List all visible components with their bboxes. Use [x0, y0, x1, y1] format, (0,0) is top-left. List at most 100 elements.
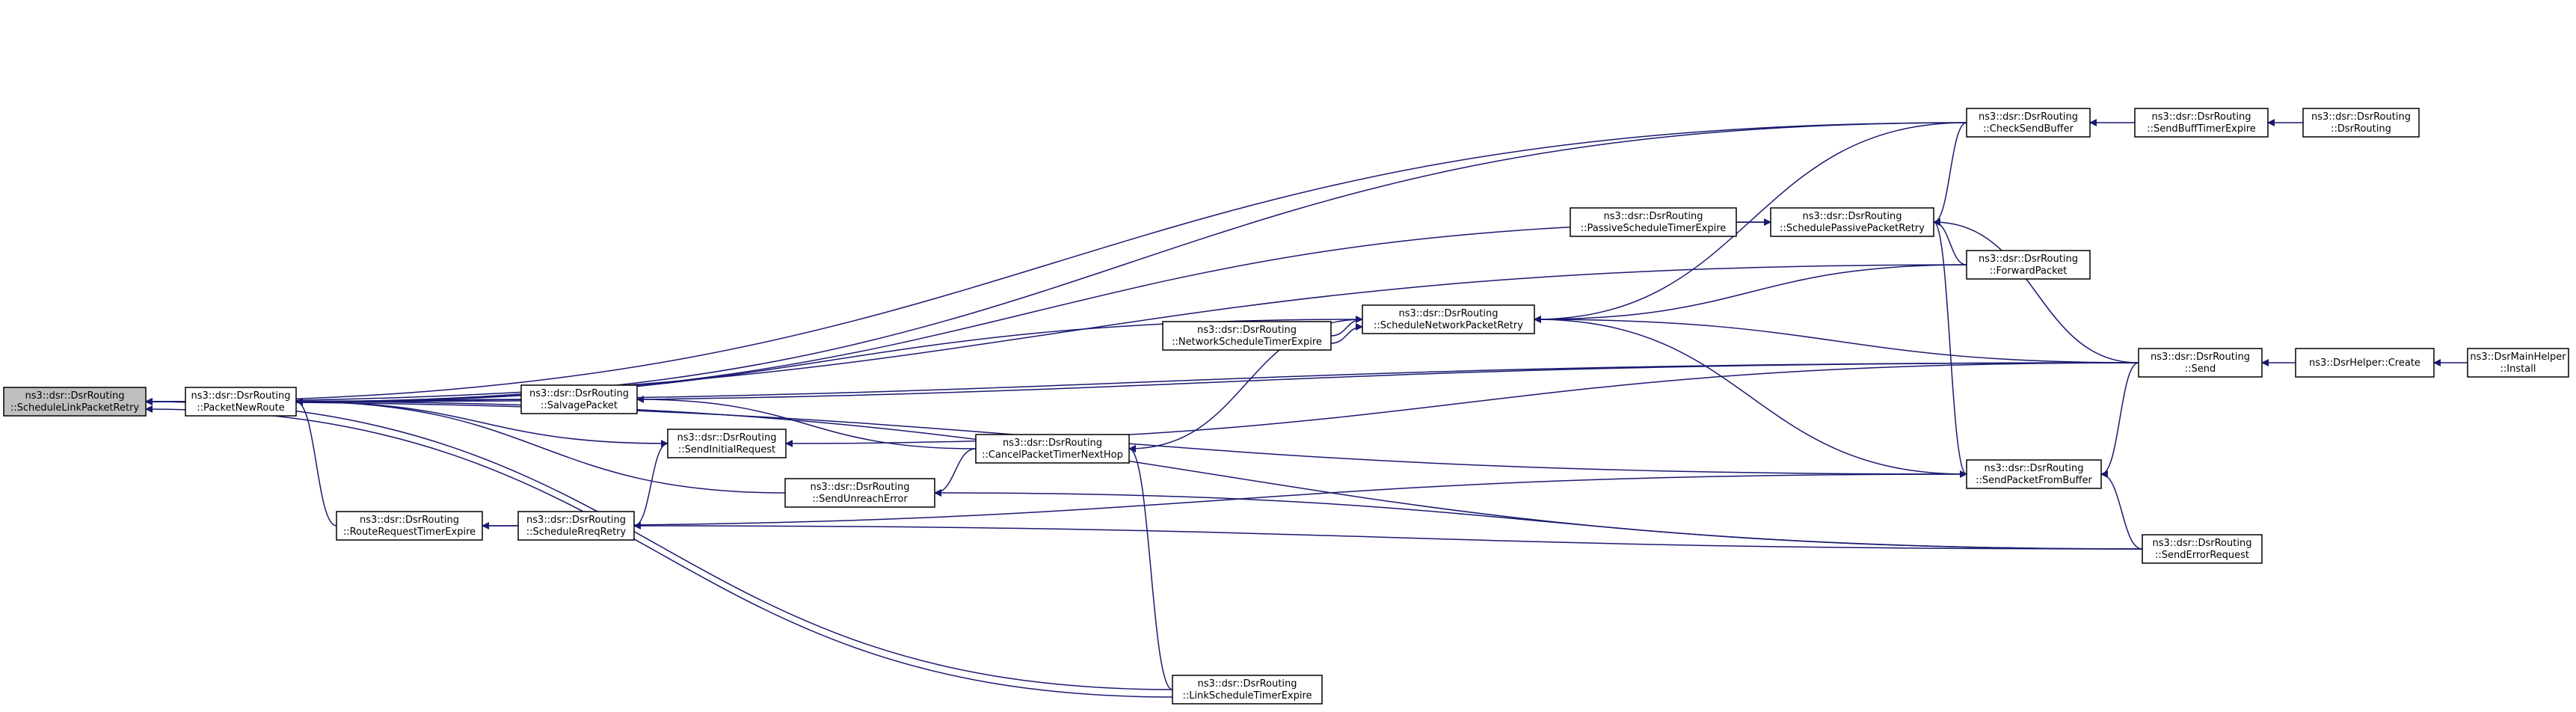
- edge-csb-to-pnr: [295, 122, 1967, 405]
- node-box: [2138, 348, 2263, 378]
- node-label: ns3::dsr::DsrRouting: [1399, 308, 1498, 319]
- node-label: ns3::dsr::DsrRouting: [1198, 678, 1297, 690]
- node-label: ns3::dsr::DsrRouting: [526, 515, 626, 526]
- node-label: ::NetworkScheduleTimerExpire: [1172, 337, 1322, 348]
- node-box: [2467, 348, 2569, 378]
- edge-csb-to-root: [145, 122, 1967, 405]
- edge-ser-to-spfb: [2100, 470, 2143, 550]
- node-label: ::SendPacketFromBuffer: [1976, 475, 2092, 486]
- node-label: ns3::dsr::DsrRouting: [2153, 538, 2252, 549]
- node-label: ns3::dsr::DsrRouting: [529, 388, 629, 399]
- node-box: [2295, 348, 2435, 378]
- node-root[interactable]: ns3::dsr::DsrRouting::ScheduleLinkPacket…: [3, 387, 147, 417]
- edge-srr-to-sir: [633, 440, 668, 527]
- edge-cpt-to-sue: [934, 448, 977, 497]
- node-box: [185, 387, 297, 417]
- node-salv[interactable]: ns3::dsr::DsrRouting::SalvagePacket: [520, 384, 638, 414]
- node-label: ::ScheduleNetworkPacketRetry: [1374, 320, 1523, 331]
- edge-fwd-to-snpr: [1534, 264, 1967, 323]
- node-label: ::ScheduleRreqRetry: [526, 527, 627, 538]
- node-srr[interactable]: ns3::dsr::DsrRouting::ScheduleRreqRetry: [517, 511, 635, 541]
- edge-lste-to-cpt: [1128, 445, 1173, 690]
- node-label: ns3::dsr::DsrRouting: [1979, 254, 2078, 265]
- node-box: [336, 511, 483, 541]
- node-label: ns3::dsr::DsrRouting: [191, 390, 291, 402]
- node-label: ns3::dsr::DsrRouting: [2151, 352, 2250, 363]
- node-label: ::SchedulePassivePacketRetry: [1780, 223, 1925, 234]
- node-install[interactable]: ns3::DsrMainHelper::Install: [2467, 348, 2569, 378]
- node-box: [520, 384, 638, 414]
- edge-sue-to-pnr: [295, 398, 786, 494]
- edge-fwd-to-sppr: [1933, 218, 1967, 266]
- node-fwd[interactable]: ns3::dsr::DsrRouting::ForwardPacket: [1966, 250, 2091, 280]
- node-label: ::ForwardPacket: [1990, 266, 2068, 277]
- edge-rrte-to-spfb: [482, 470, 1967, 527]
- edge-cpt-to-salv: [636, 396, 977, 449]
- node-box: [1362, 304, 1535, 334]
- node-label: ::SendErrorRequest: [2155, 550, 2249, 561]
- node-label: ns3::dsr::DsrRouting: [2311, 111, 2411, 123]
- node-sppr[interactable]: ns3::dsr::DsrRouting::SchedulePassivePac…: [1770, 207, 1934, 237]
- node-sue[interactable]: ns3::dsr::DsrRouting::SendUnreachError: [784, 478, 935, 508]
- node-ctor[interactable]: ns3::dsr::DsrRouting::DsrRouting: [2302, 108, 2420, 138]
- node-label: ns3::dsr::DsrRouting: [1803, 211, 1902, 222]
- node-box: [1162, 321, 1332, 351]
- node-box: [1966, 108, 2091, 138]
- node-label: ::SendInitialRequest: [678, 444, 775, 455]
- node-box: [1570, 207, 1737, 237]
- node-box: [2142, 534, 2263, 564]
- edge-ser-to-srr: [633, 522, 2143, 550]
- edge-nste-to-snpr: [1330, 323, 1363, 344]
- edge-ser-to-sue: [934, 489, 2143, 550]
- node-spfb[interactable]: ns3::dsr::DsrRouting::SendPacketFromBuff…: [1966, 459, 2102, 489]
- node-label: ::SalvagePacket: [541, 400, 618, 411]
- node-pnr[interactable]: ns3::dsr::DsrRouting::PacketNewRoute: [185, 387, 297, 417]
- node-label: ::SendBuffTimerExpire: [2147, 123, 2256, 135]
- node-label: ns3::dsr::DsrRouting: [25, 390, 125, 402]
- node-label: ::ScheduleLinkPacketRetry: [10, 402, 140, 414]
- node-create[interactable]: ns3::DsrHelper::Create: [2295, 348, 2435, 378]
- node-label: ::RouteRequestTimerExpire: [343, 527, 476, 538]
- node-box: [1770, 207, 1934, 237]
- node-sbte[interactable]: ns3::dsr::DsrRouting::SendBuffTimerExpir…: [2134, 108, 2269, 138]
- edge-spfb-to-sppr: [1933, 218, 1967, 475]
- node-label: ns3::DsrHelper::Create: [2309, 357, 2420, 369]
- node-cpt[interactable]: ns3::dsr::DsrRouting::CancelPacketTimerN…: [975, 434, 1130, 464]
- node-sir[interactable]: ns3::dsr::DsrRouting::SendInitialRequest: [667, 429, 787, 458]
- node-send[interactable]: ns3::dsr::DsrRouting::Send: [2138, 348, 2263, 378]
- node-box: [975, 434, 1130, 464]
- node-snpr[interactable]: ns3::dsr::DsrRouting::ScheduleNetworkPac…: [1362, 304, 1535, 334]
- node-label: ::Send: [2185, 363, 2216, 375]
- edge-send-to-snpr: [1534, 316, 2139, 363]
- node-label: ns3::DsrMainHelper: [2470, 352, 2566, 363]
- edge-send-to-pnr: [295, 362, 2139, 405]
- node-box: [517, 511, 635, 541]
- edge-send-to-sir: [785, 362, 2139, 447]
- node-label: ::Install: [2500, 363, 2536, 375]
- node-label: ns3::dsr::DsrRouting: [677, 432, 777, 444]
- node-label: ns3::dsr::DsrRouting: [811, 482, 910, 493]
- node-box: [3, 387, 147, 417]
- node-nste[interactable]: ns3::dsr::DsrRouting::NetworkScheduleTim…: [1162, 321, 1332, 351]
- edge-csb-to-snpr: [1534, 122, 1967, 323]
- node-csb[interactable]: ns3::dsr::DsrRouting::CheckSendBuffer: [1966, 108, 2091, 138]
- node-label: ::DsrRouting: [2331, 123, 2391, 135]
- node-label: ::PacketNewRoute: [197, 402, 284, 414]
- node-box: [2302, 108, 2420, 138]
- node-pste[interactable]: ns3::dsr::DsrRouting::PassiveScheduleTim…: [1570, 207, 1737, 237]
- node-label: ::CancelPacketTimerNextHop: [982, 449, 1123, 461]
- edge-fwd-to-root: [145, 264, 1967, 405]
- node-label: ns3::dsr::DsrRouting: [1604, 211, 1703, 222]
- node-label: ns3::dsr::DsrRouting: [1003, 438, 1102, 449]
- node-rrte[interactable]: ns3::dsr::DsrRouting::RouteRequestTimerE…: [336, 511, 483, 541]
- node-label: ::LinkScheduleTimerExpire: [1182, 690, 1312, 702]
- edge-spfb-to-snpr: [1534, 316, 1967, 475]
- node-box: [1966, 459, 2102, 489]
- node-label: ns3::dsr::DsrRouting: [1979, 111, 2078, 123]
- node-label: ::PassiveScheduleTimerExpire: [1581, 223, 1727, 234]
- node-label: ns3::dsr::DsrRouting: [1985, 463, 2084, 474]
- node-box: [784, 478, 935, 508]
- node-lste[interactable]: ns3::dsr::DsrRouting::LinkScheduleTimerE…: [1172, 675, 1323, 705]
- node-ser[interactable]: ns3::dsr::DsrRouting::SendErrorRequest: [2142, 534, 2263, 564]
